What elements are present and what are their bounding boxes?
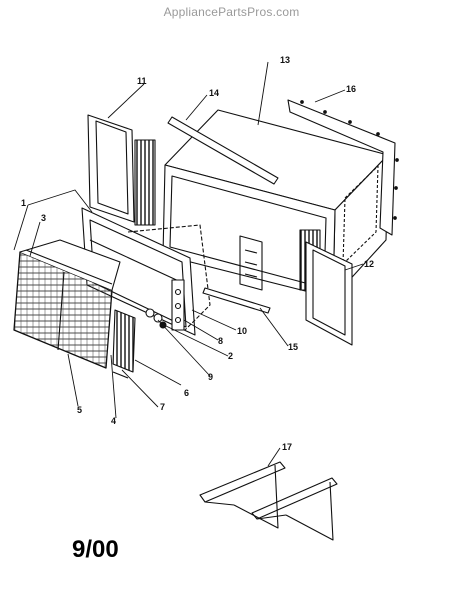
callout-5: 5 (77, 405, 82, 415)
callout-10: 10 (237, 326, 247, 336)
callout-15: 15 (288, 342, 298, 352)
callout-1: 1 (21, 198, 26, 208)
revision-date-code: 9/00 (72, 536, 119, 563)
callout-12: 12 (364, 259, 374, 269)
callout-labels: 1 2 3 4 5 6 7 8 9 10 11 12 13 14 15 16 1… (21, 55, 374, 452)
callout-3: 3 (41, 213, 46, 223)
callout-7: 7 (160, 402, 165, 412)
callout-4: 4 (111, 416, 116, 426)
callout-2: 2 (228, 351, 233, 361)
watermark-text: AppliancePartsPros.com (163, 5, 300, 19)
callout-6: 6 (184, 388, 189, 398)
callout-11: 11 (137, 76, 147, 86)
leader-lines (13, 61, 364, 467)
control-louver-part (112, 309, 136, 379)
support-brackets-part (199, 461, 338, 541)
callout-13: 13 (280, 55, 290, 65)
callout-16: 16 (346, 84, 356, 94)
callout-14: 14 (209, 88, 219, 98)
callout-8: 8 (218, 336, 223, 346)
bottom-rail-part (202, 287, 271, 314)
left-side-panel-part (87, 114, 156, 226)
callout-17: 17 (282, 442, 292, 452)
callout-9: 9 (208, 372, 213, 382)
right-side-frame-part (305, 241, 353, 346)
top-rail-part (167, 116, 279, 185)
front-grille-part (13, 239, 121, 369)
rear-frame-part (287, 99, 399, 236)
